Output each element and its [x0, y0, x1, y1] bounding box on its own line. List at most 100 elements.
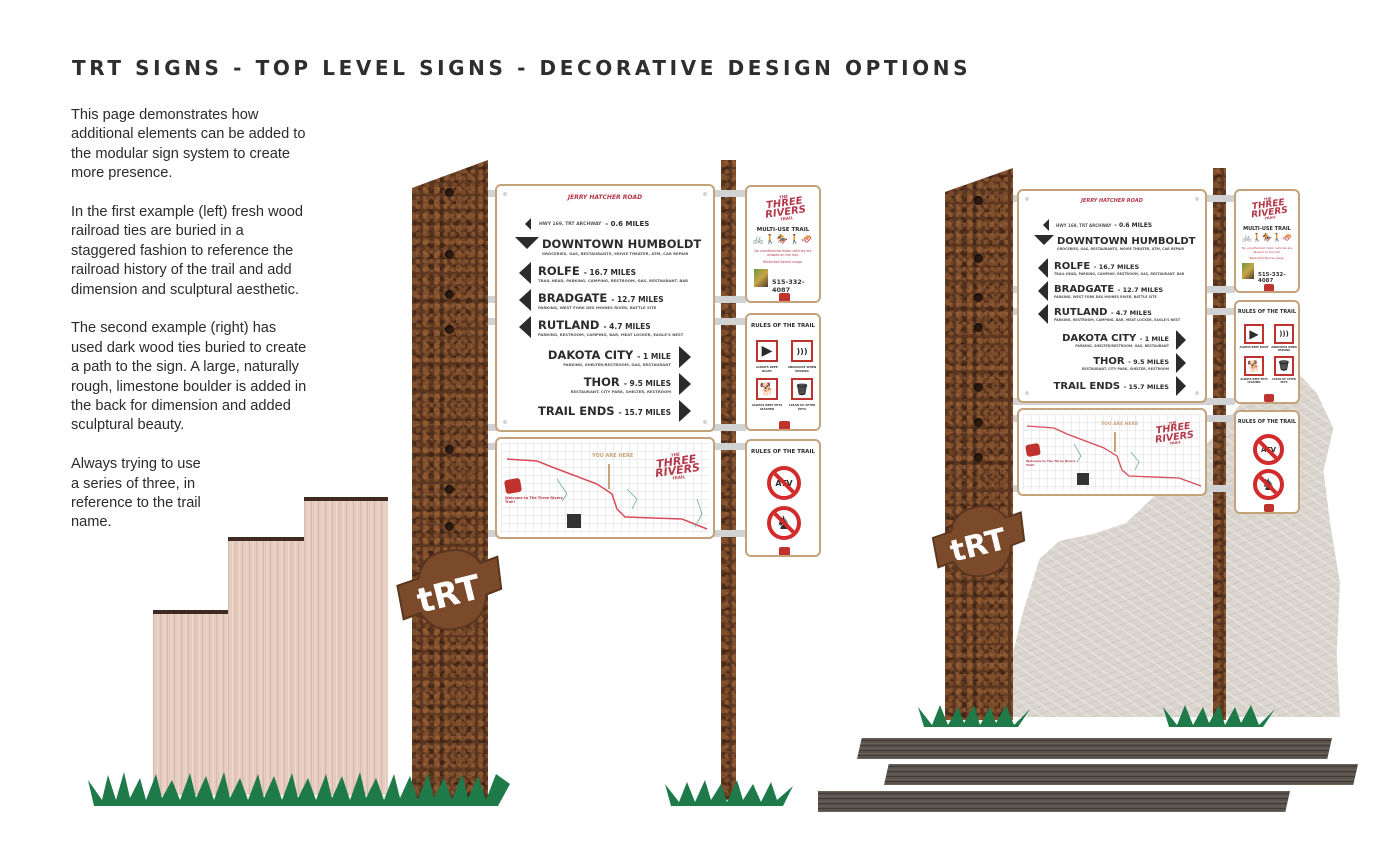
arrow-left-icon: [1038, 304, 1048, 324]
destination-row: DOWNTOWN HUMBOLDT GROCERIES, GAS, RESTAU…: [1034, 234, 1195, 251]
arrow-right-icon: [679, 400, 691, 422]
keep-right-icon: ▶: [756, 340, 778, 362]
multi-use-trail-sign: THE THREE RIVERS TRAIL MULTI-USE TRAIL 🚲…: [745, 185, 821, 303]
dark-railroad-tie-3: [818, 791, 1290, 812]
rules-of-trail-sign: RULES OF THE TRAIL ▶ ))) ALWAYS KEEP RIG…: [1234, 300, 1300, 404]
destination-row: TRAIL ENDS - 15.7 MILES: [1054, 376, 1186, 396]
arrow-left-icon: [1038, 281, 1048, 301]
destination-row: THOR - 9.5 MILES RESTAURANT, CITY PARK, …: [1082, 353, 1186, 373]
trt-small-logo: [503, 477, 523, 495]
grass-right-main-post: [918, 705, 1030, 727]
trt-badge-logo: tRT: [396, 548, 503, 631]
trt-small-logo: [779, 293, 790, 301]
trail-map-thumbnail: [1242, 263, 1254, 279]
arrow-right-icon: [679, 346, 691, 368]
arrow-right-icon: [1176, 353, 1186, 373]
trail-users-icons: 🚲🚶🏇🚶🛷: [752, 235, 814, 245]
description-paragraph-4: Always trying to use a series of three, …: [71, 456, 201, 531]
left-main-post: [412, 160, 488, 800]
arrow-left-icon: [1043, 219, 1049, 231]
destination-row: RUTLAND - 4.7 MILES PARKING, RESTROOM, C…: [1038, 304, 1180, 324]
arrow-right-icon: [1176, 330, 1186, 350]
trail-map-route: [506, 458, 708, 530]
rules-of-trail-prohibited-sign: RULES OF THE TRAIL ATV ♞: [1234, 410, 1300, 514]
rules-of-trail-prohibited-sign: RULES OF THE TRAIL ATV ♞: [745, 439, 821, 557]
destination-row: RUTLAND - 4.7 MILES PARKING, RESTROOM, C…: [519, 316, 683, 338]
you-are-here-label: YOU ARE HERE: [592, 453, 634, 459]
description-paragraph-1: This page demonstrates how additional el…: [71, 107, 306, 182]
right-thin-post: [1213, 168, 1226, 720]
dark-railroad-tie-2: [884, 764, 1358, 785]
no-motor-vehicles-notice: No unauthorized motor vehicles are allow…: [754, 249, 812, 257]
you-are-here-label: YOU ARE HERE: [1101, 422, 1139, 427]
destination-row: THOR - 9.5 MILES RESTAURANT, CITY PARK, …: [571, 373, 691, 395]
fresh-railroad-tie-1: [153, 610, 229, 795]
rules-title: RULES OF THE TRAIL: [750, 323, 815, 329]
arrow-down-icon: [515, 236, 539, 249]
left-thin-post: [721, 160, 736, 800]
phone-number: 515-332-4087: [1258, 272, 1286, 284]
no-atv-icon: ATV: [767, 466, 801, 500]
trt-small-logo: [779, 421, 790, 429]
announce-passing-icon: ))): [791, 340, 813, 362]
trt-small-logo: [1025, 442, 1041, 458]
dog-leash-icon: 🐕: [756, 378, 778, 400]
description-paragraph-2: In the first example (left) fresh wood r…: [71, 204, 303, 298]
trail-map-thumbnail: [754, 269, 768, 287]
destination-row: BRADGATE - 12.7 MILES PARKING, WEST FORK…: [1038, 281, 1163, 301]
description-paragraph-3: The second example (right) has used dark…: [71, 320, 307, 434]
arrow-right-icon: [679, 373, 691, 395]
restricted-equine-notice: Restricted Equine usage.: [1249, 256, 1285, 260]
description: This page demonstrates how additional el…: [71, 106, 311, 552]
arrow-left-icon: [519, 289, 531, 311]
dark-railroad-tie-1: [857, 738, 1332, 759]
destination-row: DOWNTOWN HUMBOLDT GROCERIES, GAS, RESTAU…: [515, 236, 701, 256]
destination-row: BRADGATE - 12.7 MILES PARKING, WEST FORK…: [519, 289, 664, 311]
destination-row: DAKOTA CITY - 1 MILE PARKING, SHELTER/RE…: [1062, 330, 1186, 350]
destination-row: ROLFE - 16.7 MILES TRAIL HEAD, PARKING, …: [519, 262, 688, 284]
trt-badge-logo: tRT: [931, 505, 1026, 578]
phone-number: 515-332-4087: [772, 278, 805, 294]
restricted-equine-notice: Restricted Equine usage.: [763, 260, 803, 264]
clean-up-pets-icon: 🗑: [1274, 356, 1294, 376]
road-name: JERRY HATCHER ROAD: [567, 194, 643, 201]
directional-sign: JERRY HATCHER ROAD HWY 169, TRT ARCHWAY …: [1017, 189, 1207, 403]
fresh-railroad-tie-3: [304, 497, 388, 795]
trail-map-route: [1026, 425, 1202, 487]
road-name: JERRY HATCHER ROAD: [1081, 198, 1143, 204]
right-main-post: [945, 168, 1013, 720]
clean-up-pets-icon: 🗑: [791, 378, 813, 400]
trail-users-icons: 🚲🚶🏇🚶🛷: [1242, 233, 1292, 242]
arrow-right-icon: [1176, 376, 1186, 396]
rules-title: RULES OF THE TRAIL: [1237, 419, 1297, 425]
grass-left-base: [88, 772, 510, 806]
multi-use-trail-sign: THE THREE RIVERS TRAIL MULTI-USE TRAIL 🚲…: [1234, 189, 1300, 293]
announce-passing-icon: ))): [1274, 324, 1294, 344]
trt-small-logo: [1264, 394, 1274, 402]
multi-use-title: MULTI-USE TRAIL: [1243, 226, 1291, 232]
grass-right-thin-post: [1163, 705, 1275, 727]
arrow-left-icon: [519, 262, 531, 284]
three-rivers-logo: THE THREE RIVERS TRAIL: [764, 193, 807, 222]
arrow-left-icon: [1038, 258, 1048, 278]
fresh-railroad-tie-2: [228, 537, 306, 795]
rules-title: RULES OF THE TRAIL: [750, 449, 815, 455]
rules-of-trail-sign: RULES OF THE TRAIL ▶ ))) ALWAYS KEEP RIG…: [745, 313, 821, 431]
no-motor-vehicles-notice: No unauthorized motor vehicles are allow…: [1241, 246, 1293, 254]
no-horse-icon: ♞: [767, 506, 801, 540]
trt-small-logo: [779, 547, 790, 555]
multi-use-title: MULTI-USE TRAIL: [756, 227, 810, 233]
welcome-text: Welcome to The Three Rivers Trail!: [1026, 459, 1076, 467]
no-atv-icon: ATV: [1253, 434, 1284, 465]
destination-row: HWY 169, TRT ARCHWAY - 0.6 MILES: [1043, 219, 1152, 231]
dog-leash-icon: 🐕: [1244, 356, 1264, 376]
arrow-left-icon: [525, 218, 531, 230]
destination-row: HWY 169, TRT ARCHWAY - 0.6 MILES: [525, 218, 649, 230]
trt-small-logo: [1264, 504, 1274, 512]
destination-row: TRAIL ENDS - 15.7 MILES: [538, 400, 691, 422]
no-horse-icon: ♞: [1253, 469, 1284, 500]
three-rivers-logo: THE THREE RIVERS TRAIL: [1250, 196, 1289, 222]
page-title: TRT SIGNS - TOP LEVEL SIGNS - DECORATIVE…: [72, 56, 972, 80]
keep-right-icon: ▶: [1244, 324, 1264, 344]
directional-sign: JERRY HATCHER ROAD HWY 169, TRT ARCHWAY …: [495, 184, 715, 432]
